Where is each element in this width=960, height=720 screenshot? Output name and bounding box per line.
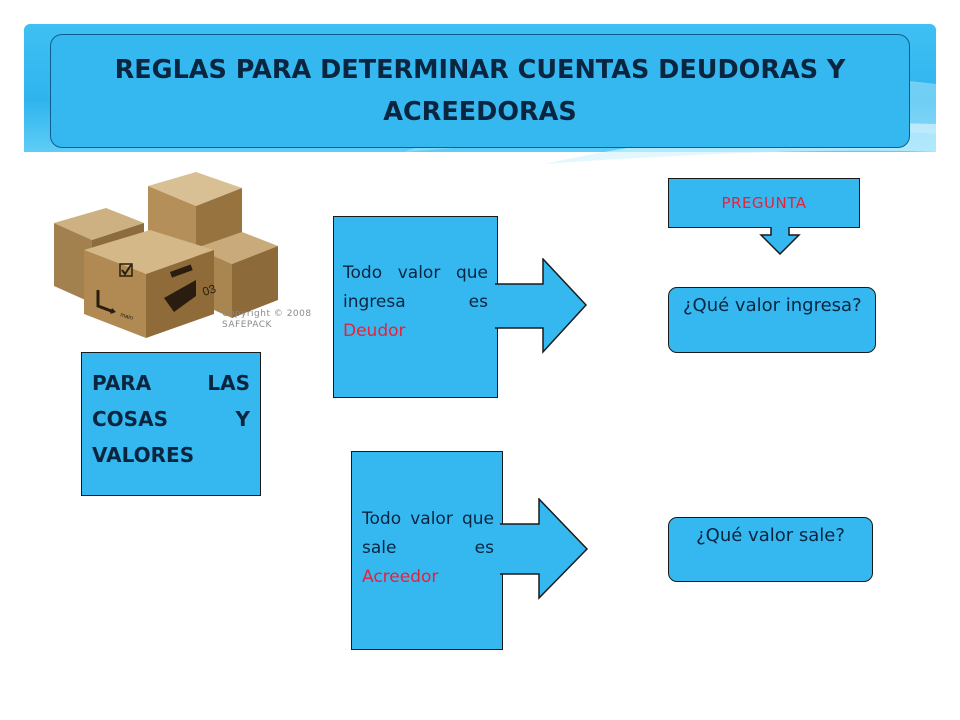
svg-text:03: 03: [201, 281, 218, 299]
rule-prefix: Todo valor que sale es: [362, 509, 494, 558]
arrow-right-icon: [494, 258, 588, 354]
rule-text-acreedor: Todo valor que sale es Acreedor: [362, 505, 494, 592]
svg-text:main: main: [119, 312, 133, 322]
rule-prefix: Todo valor que ingresa es: [343, 263, 488, 312]
category-box: PARA LAS COSAS Y VALORES: [81, 352, 261, 496]
question-header: PREGUNTA: [668, 178, 860, 228]
copyright-note: Copyright © 2008 SAFEPACK: [222, 309, 312, 330]
rule-highlight-deudor: Deudor: [343, 321, 406, 341]
question-ingresa: ¿Qué valor ingresa?: [668, 287, 876, 353]
category-label: PARA LAS COSAS Y VALORES: [92, 371, 250, 467]
rule-box-deudor: [333, 216, 498, 398]
rule-highlight-acreedor: Acreedor: [362, 567, 439, 587]
cardboard-boxes-icon: 03 main: [54, 172, 278, 338]
arrow-down-icon: [759, 226, 801, 256]
rule-box-acreedor: [351, 451, 503, 650]
title-box: REGLAS PARA DETERMINAR CUENTAS DEUDORAS …: [50, 34, 910, 148]
rule-text-deudor: Todo valor que ingresa es Deudor: [343, 259, 488, 346]
page-title: REGLAS PARA DETERMINAR CUENTAS DEUDORAS …: [114, 55, 846, 127]
question-sale: ¿Qué valor sale?: [668, 517, 873, 582]
arrow-right-icon: [499, 498, 589, 600]
